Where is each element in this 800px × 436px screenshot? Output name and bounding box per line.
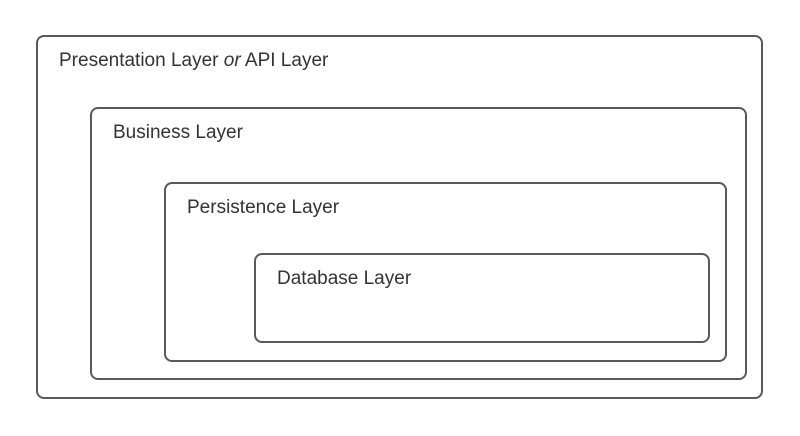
persistence-layer-label: Persistence Layer — [187, 197, 340, 218]
database-layer-label: Database Layer — [277, 268, 412, 289]
business-layer-label: Business Layer — [113, 122, 243, 143]
database-layer-box: Database Layer — [254, 253, 710, 343]
presentation-layer-label: Presentation Layer or API Layer — [59, 49, 328, 72]
presentation-label-suffix: API Layer — [240, 50, 329, 71]
presentation-label-or: or — [223, 50, 241, 71]
presentation-label-prefix: Presentation Layer — [59, 50, 224, 71]
